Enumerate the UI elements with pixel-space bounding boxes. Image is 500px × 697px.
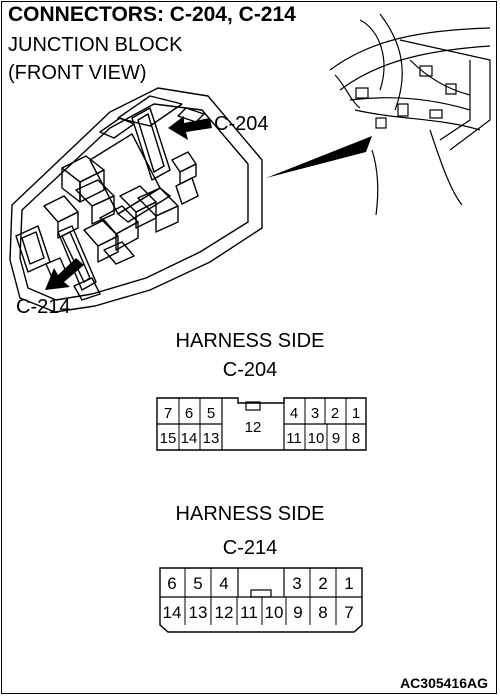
c214-arrow (45, 258, 84, 290)
c204-pin: 1 (352, 405, 360, 422)
figure-code: AC305416AG (400, 675, 488, 691)
figure-title: CONNECTORS: C-204, C-214 (8, 3, 296, 26)
c214-outline (159, 567, 363, 633)
front-view-label: (FRONT VIEW) (8, 62, 147, 84)
c204-pin: 11 (286, 430, 302, 447)
c204-pin: 10 (308, 430, 325, 447)
c204-connector-name: C-204 (222, 359, 278, 381)
c214-pin: 3 (292, 574, 301, 593)
c214-pin: 11 (240, 603, 258, 622)
c204-arrow (168, 116, 212, 140)
c214-pin: 1 (344, 574, 353, 593)
c204-pin: 15 (160, 430, 177, 447)
c214-pin: 14 (163, 603, 182, 622)
c214-pin: 8 (318, 603, 327, 622)
c204-pin: 2 (331, 405, 339, 422)
c214-pin: 4 (219, 574, 228, 593)
c214-callout: C-214 (16, 296, 71, 318)
c214-lock-tab (250, 589, 272, 598)
c214-pin: 13 (189, 603, 208, 622)
c204-pin: 4 (290, 405, 298, 422)
c204-pin: 7 (164, 405, 172, 422)
c204-pin: 14 (181, 430, 198, 447)
c204-pin: 13 (203, 430, 220, 447)
c204-callout: C-204 (214, 113, 269, 135)
c204-lock-tab (245, 401, 261, 411)
zoom-pointer (266, 136, 372, 178)
c214-harness-side-label: HARNESS SIDE (175, 503, 325, 525)
c204-pin: 8 (352, 430, 360, 447)
c204-pin: 6 (185, 405, 193, 422)
c204-pin: 12 (245, 419, 262, 436)
c214-pin: 7 (344, 603, 353, 622)
c214-connector-name: C-214 (222, 537, 278, 559)
c204-harness-side-label: HARNESS SIDE (175, 330, 325, 352)
junction-block-label: JUNCTION BLOCK (8, 34, 183, 56)
c214-pin: 5 (193, 574, 202, 593)
c204-pin: 3 (311, 405, 319, 422)
c204-pin: 9 (332, 430, 340, 447)
c214-pin: 6 (167, 574, 176, 593)
vehicle-wiring-inset (329, 13, 491, 216)
c204-pin: 5 (207, 405, 215, 422)
c214-pin: 10 (265, 603, 284, 622)
c214-pin: 2 (318, 574, 327, 593)
c214-pin: 9 (293, 603, 302, 622)
c214-pin: 12 (215, 603, 234, 622)
